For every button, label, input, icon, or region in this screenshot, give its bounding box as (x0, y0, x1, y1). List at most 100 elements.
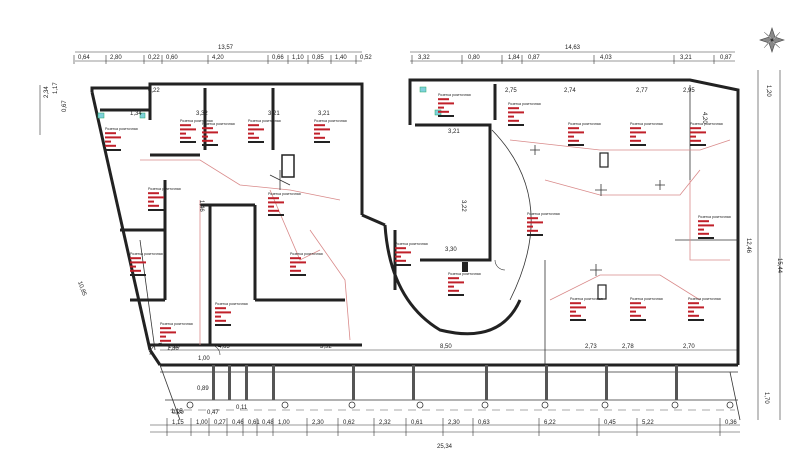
tag-line (395, 255, 401, 258)
tag-line (630, 302, 641, 305)
tag-line (290, 274, 306, 276)
equipment-tag-title: Розетка розеточная (268, 192, 301, 196)
tag-line (105, 132, 116, 135)
dim-interior-label: 1,34 (130, 111, 142, 117)
tag-line (438, 102, 454, 105)
dim-top-right-seg: 1,84 (508, 55, 520, 61)
dim-lower-seg: 2,78 (622, 344, 634, 350)
dim-interior-label: 3,22 (460, 200, 466, 212)
tag-line (130, 265, 136, 268)
equipment-tag-title: Розетка розеточная (448, 272, 481, 276)
tag-line (160, 335, 166, 338)
tag-line (688, 310, 694, 313)
equipment-tag-title: Розетка розеточная (568, 122, 601, 126)
tag-line (314, 141, 330, 143)
tag-line (690, 139, 701, 142)
tag-line (508, 111, 524, 114)
tag-line (698, 237, 714, 239)
tag-line (698, 232, 709, 235)
dim-top-right-seg: 0,87 (720, 55, 732, 61)
dim-bottom-seg: 5,22 (642, 420, 654, 426)
tag-line (160, 331, 176, 334)
tag-line (690, 127, 701, 130)
tag-line (130, 274, 146, 276)
tag-line (630, 314, 641, 317)
dim-top-left-total: 13,57 (218, 45, 234, 51)
dim-left-vert: 0,67 (62, 100, 68, 112)
tag-line (180, 124, 191, 127)
dim-room-width: 3,32 (196, 111, 208, 117)
dim-top-left-seg: 0,52 (360, 55, 372, 61)
tag-line (690, 135, 696, 138)
tag-line (527, 221, 543, 224)
dim-room-width: 2,77 (636, 88, 648, 94)
tag-line (568, 135, 574, 138)
tag-line (248, 128, 264, 131)
tag-line (568, 131, 584, 134)
equipment-tag-title: Розетка розеточная (508, 102, 541, 106)
equipment-tag: Розетка розеточная (438, 93, 471, 117)
equipment-tag-title: Розетка розеточная (438, 93, 471, 97)
tag-line (688, 306, 704, 309)
tag-line (448, 294, 464, 296)
tag-line (268, 201, 284, 204)
tag-line (448, 281, 464, 284)
tag-line (698, 228, 704, 231)
tag-line (508, 115, 514, 118)
tag-line (160, 327, 171, 330)
tag-line (148, 209, 164, 211)
tag-line (688, 302, 699, 305)
dim-right-vert: 1,70 (763, 392, 769, 404)
equipment-tag: Розетка розеточная (180, 119, 213, 143)
compass-icon (759, 27, 785, 53)
dim-bottom-seg: 0,27 (214, 420, 226, 426)
dim-right-vert: 1,20 (765, 85, 771, 97)
tag-line (508, 124, 524, 126)
equipment-tag-title: Розетка розеточная (160, 322, 193, 326)
tag-line (438, 106, 444, 109)
dim-bottom-seg: 2,30 (312, 420, 324, 426)
dim-interior-label: 1,15 (171, 409, 183, 415)
equipment-tag: Розетка розеточная (508, 102, 541, 126)
tag-line (448, 285, 454, 288)
equipment-tag: Розетка розеточная (690, 122, 723, 146)
tag-line (180, 141, 196, 143)
equipment-tag-title: Розетка розеточная (105, 127, 138, 131)
equipment-tag-title: Розетка розеточная (215, 302, 248, 306)
equipment-tag: Розетка розеточная (148, 187, 181, 211)
tag-line (527, 225, 533, 228)
equipment-tag: Розетка розеточная (688, 297, 721, 321)
equipment-tag-title: Розетка розеточная (570, 297, 603, 301)
equipment-tag: Розетка розеточная (160, 322, 193, 346)
dim-interior-label: 0,89 (197, 386, 209, 392)
dim-top-left-seg: 4,20 (212, 55, 224, 61)
dim-bottom-seg: 0,63 (478, 420, 490, 426)
tag-line (215, 319, 226, 322)
dim-room-width: 3,21 (318, 111, 330, 117)
tag-line (248, 132, 254, 135)
dim-top-left-seg: 2,80 (110, 55, 122, 61)
circuit-lines (140, 139, 731, 345)
dim-lower-seg: 4,65 (218, 344, 230, 350)
dim-interior-label: 0,22 (148, 88, 160, 94)
tag-line (180, 132, 186, 135)
tag-line (630, 319, 646, 321)
tag-line (395, 259, 406, 262)
equipment-tag: Розетка розеточная (268, 192, 301, 216)
equipment-tag: Розетка розеточная (314, 119, 347, 143)
equipment-tag: Розетка розеточная (568, 122, 601, 146)
dim-bottom-extra-label: 0,11 (236, 405, 248, 411)
dim-bottom-seg: 1,15 (172, 420, 184, 426)
tag-line (268, 197, 279, 200)
dim-left-vert: 2,34 (44, 86, 50, 98)
tag-line (180, 128, 196, 131)
tag-line (698, 220, 709, 223)
equipment-tag-title: Розетка розеточная (690, 122, 723, 126)
tag-line (630, 144, 646, 146)
tag-line (202, 139, 213, 142)
tag-line (215, 324, 231, 326)
